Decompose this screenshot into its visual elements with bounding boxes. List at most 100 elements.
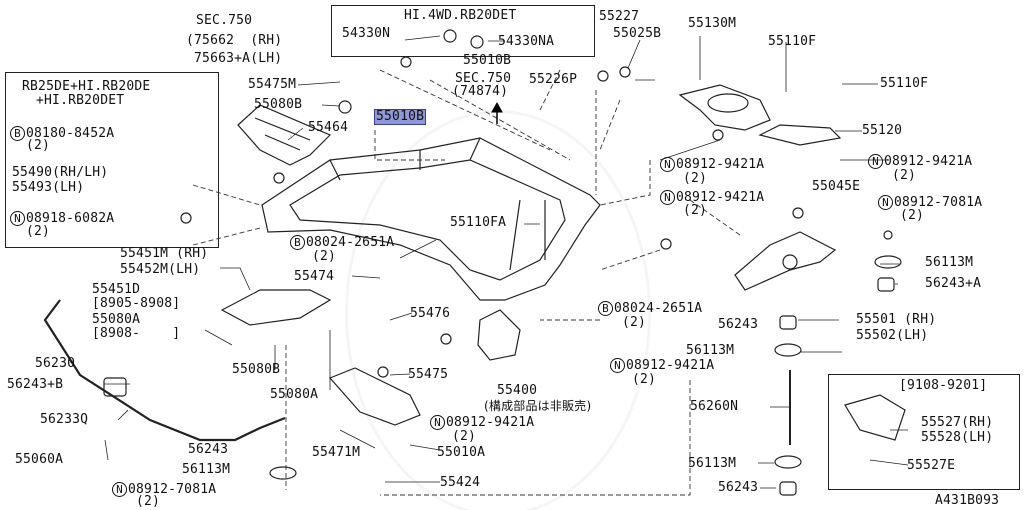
part-56113M-d: 56113M [182, 462, 231, 477]
b-symbol: B [10, 126, 25, 141]
part-55451M: 55451M (RH) [120, 246, 209, 261]
inset-rb25-title1: RB25DE+HI.RB20DE [22, 79, 151, 94]
part-56243-b: 56243 [188, 442, 229, 457]
part-55527: 55527(RH) [921, 415, 994, 430]
part-55045E: 55045E [812, 179, 861, 194]
part-55451D: 55451D [92, 282, 141, 297]
upper-arm [678, 84, 771, 131]
inset-date: [9108-9201] 55527(RH) 55528(LH) 55527E [828, 374, 1020, 490]
date-8905: [8905-8908] [92, 296, 181, 311]
sec750-a-line2: 75663+A(LH) [186, 51, 283, 66]
part-55060A: 55060A [15, 452, 64, 467]
part-55130M: 55130M [688, 16, 737, 31]
part-56243B: 56243+B [7, 377, 64, 392]
inset-rb25-title2: +HI.RB20DET [36, 93, 125, 108]
part-55025B: 55025B [613, 26, 662, 41]
part-55110F-a: 55110F [768, 34, 817, 49]
part-55490: 55490(RH/LH) [12, 165, 109, 180]
qty: (2) [632, 372, 657, 387]
part-55400: 55400 [497, 383, 538, 398]
part-55452M: 55452M(LH) [120, 262, 201, 277]
part-55474: 55474 [294, 269, 335, 284]
part-55010A: 55010A [437, 445, 486, 460]
inset-hi4wd: HI.4WD.RB20DET 54330N 54330NA [331, 5, 595, 57]
part-56113M-c: 56113M [688, 456, 737, 471]
mount-bracket [237, 104, 332, 166]
link-55120 [758, 124, 842, 146]
part-55120: 55120 [862, 123, 903, 138]
qty: (2) [683, 171, 708, 186]
part-56113M-b: 56113M [686, 343, 735, 358]
diff-mount [477, 309, 521, 361]
lower-arm [734, 231, 837, 291]
part-55226P: 55226P [529, 72, 578, 87]
bracket-55451M [220, 289, 332, 326]
inset-hi4wd-title: HI.4WD.RB20DET [404, 8, 517, 23]
part-55502: 55502(LH) [856, 328, 929, 343]
part-55527E: 55527E [907, 458, 956, 473]
part-56233Q: 56233Q [40, 412, 89, 427]
n-symbol: N [10, 211, 25, 226]
sec750-a-line1: (75662 (RH) [186, 33, 283, 48]
qty: (2) [892, 168, 917, 183]
part-55080A-b: 55080A [270, 387, 319, 402]
sec750-b-title: SEC.750 [455, 71, 512, 86]
qty: (2) [26, 224, 51, 239]
part-55424: 55424 [440, 475, 481, 490]
qty: (2) [26, 138, 51, 153]
qty: (2) [312, 249, 337, 264]
qty: (2) [900, 208, 925, 223]
part-55501: 55501 (RH) [856, 312, 937, 327]
part-56243-a: 56243 [718, 317, 759, 332]
part-55110FA: 55110FA [450, 215, 507, 230]
part-55493: 55493(LH) [12, 180, 85, 195]
part-55476: 55476 [410, 306, 451, 321]
part-56243A: 56243+A [925, 276, 982, 291]
part-55010B-highlighted[interactable]: 55010B [374, 109, 427, 125]
part-55080A-a: 55080A [92, 312, 141, 327]
sec750-b-line1: (74874) [452, 84, 509, 99]
sec750-a-title: SEC.750 [196, 13, 253, 28]
part-55475: 55475 [408, 367, 449, 382]
part-55080B-a: 55080B [254, 97, 303, 112]
part-55471M: 55471M [312, 445, 361, 460]
part-55110F-b: 55110F [880, 76, 929, 91]
part-54330N: 54330N [342, 26, 391, 41]
bracket-55471M [328, 367, 421, 426]
part-55400-note: (構成部品は非販売) [484, 399, 592, 413]
part-55010B-top: 55010B [463, 53, 512, 68]
part-56243-c: 56243 [718, 480, 759, 495]
part-55227: 55227 [599, 9, 640, 24]
part-56260N: 56260N [690, 399, 739, 414]
diagram-id: A431B093 [935, 493, 1000, 508]
part-55528: 55528(LH) [921, 430, 994, 445]
crossmember-frame [261, 137, 601, 301]
part-55475M: 55475M [248, 77, 297, 92]
part-56113M-a: 56113M [925, 255, 974, 270]
part-54330NA: 54330NA [498, 34, 555, 49]
part-55080B-b: 55080B [232, 362, 281, 377]
part-56230: 56230 [35, 356, 76, 371]
stabilizer-bar [43, 299, 286, 442]
qty: (2) [683, 203, 708, 218]
qty: (2) [136, 494, 161, 509]
qty: (2) [622, 315, 647, 330]
part-55464: 55464 [308, 120, 349, 135]
date-8908: [8908- ] [92, 326, 181, 341]
qty: (2) [452, 429, 477, 444]
inset-date-title: [9108-9201] [899, 378, 988, 393]
